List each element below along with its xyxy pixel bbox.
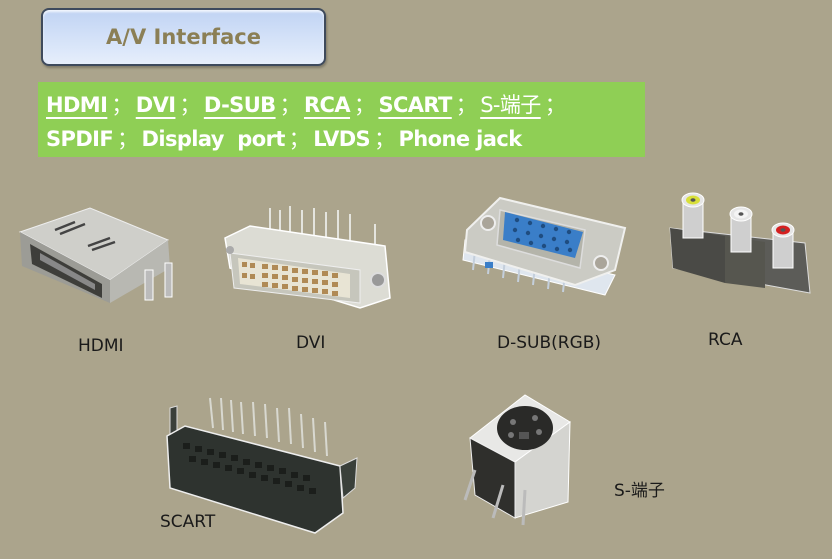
banner-line-2: SPDIF；Display port；LVDS；Phone jack (46, 122, 645, 156)
banner-line-1: HDMI；DVI；D-SUB；RCA；SCART；S-端子； (46, 88, 645, 122)
link-s-video[interactable]: S-端子 (480, 93, 541, 117)
dvi-connector-icon (224, 206, 391, 309)
connector-dsub (455, 190, 635, 300)
s-video-connector-icon (463, 394, 571, 526)
connector-s-video (455, 390, 575, 530)
rca-connector-icon (669, 192, 811, 294)
connector-rca (665, 188, 815, 298)
separator: ； (117, 127, 138, 151)
separator: ； (279, 93, 301, 117)
label-scart: SCART (160, 512, 216, 532)
separator: ； (374, 127, 395, 151)
label-rca: RCA (708, 330, 743, 350)
hdmi-connector-icon (18, 207, 173, 303)
separator: ； (544, 93, 566, 117)
page-title: A/V Interface (106, 25, 261, 49)
separator: ； (455, 93, 477, 117)
label-hdmi: HDMI (78, 336, 124, 356)
text-lvds: LVDS (313, 127, 371, 151)
link-hdmi[interactable]: HDMI (46, 93, 108, 117)
connector-hdmi (10, 198, 180, 313)
link-scart[interactable]: SCART (378, 93, 452, 117)
separator: ； (288, 127, 310, 151)
separator: ； (179, 93, 200, 117)
link-dsub[interactable]: D-SUB (203, 93, 276, 117)
text-display-port: Display port (141, 127, 286, 151)
scart-connector-icon (166, 397, 358, 534)
connector-dvi (220, 198, 400, 318)
interface-list-banner: HDMI；DVI；D-SUB；RCA；SCART；S-端子； SPDIF；Dis… (38, 82, 645, 157)
separator: ； (354, 93, 375, 117)
connector-scart (165, 388, 360, 538)
dsub-connector-icon (462, 196, 627, 296)
separator: ； (111, 93, 132, 117)
link-dvi[interactable]: DVI (135, 93, 176, 117)
title-box: A/V Interface (41, 8, 326, 66)
label-s-video: S-端子 (614, 481, 665, 501)
link-rca[interactable]: RCA (303, 93, 351, 117)
text-spdif: SPDIF (46, 127, 114, 151)
label-dsub: D-SUB(RGB) (497, 333, 602, 353)
label-dvi: DVI (296, 333, 326, 353)
text-phone-jack: Phone jack (398, 127, 523, 151)
